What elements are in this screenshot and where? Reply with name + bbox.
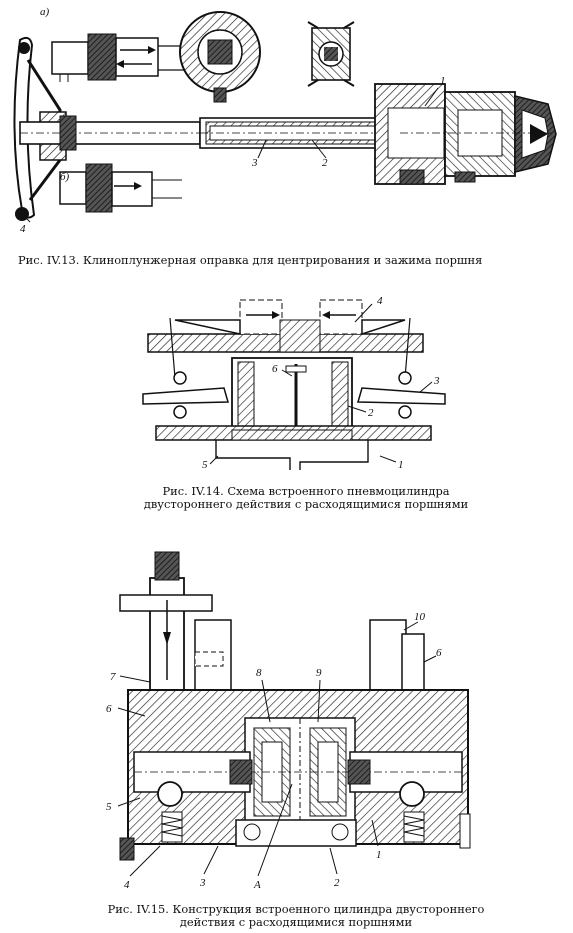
fig14-label-5: 5 [202, 459, 208, 471]
fig15-caption: Рис. IV.15. Конструкция встроенного цили… [107, 902, 485, 929]
fig15-label-3: 3 [199, 877, 206, 889]
fig14-label-1: 1 [398, 459, 404, 471]
fig14-caption: Рис. IV.14. Схема встроенного пневмоцили… [143, 484, 469, 511]
fig15-label-5: 5 [106, 801, 112, 813]
fig15-label-A: А [253, 879, 261, 891]
fig15-label-8: 8 [256, 667, 262, 679]
fig14-drawing [142, 299, 446, 470]
fig15-label-6-left: 6 [106, 703, 112, 715]
fig15-label-10: 10 [414, 611, 426, 623]
fig13-caption: Рис. IV.13. Клиноплунжерная оправка для … [18, 253, 483, 267]
fig15-drawing [117, 551, 471, 877]
fig13-label-b: б) [60, 171, 70, 183]
fig14-label-4: 4 [377, 295, 383, 307]
fig15-label-1: 1 [376, 849, 382, 861]
fig13-label-3: 3 [251, 157, 258, 169]
fig13-label-4: 4 [20, 223, 26, 235]
fig13-drawing [13, 11, 557, 223]
fig15-label-4: 4 [124, 879, 130, 891]
fig13-label-1: 1 [440, 75, 446, 87]
fig14-label-3: 3 [433, 375, 440, 387]
fig15-label-9: 9 [316, 667, 322, 679]
fig15-label-6-right: 6 [436, 647, 442, 659]
fig14-label-6: 6 [272, 363, 278, 375]
fig14-label-2: 2 [368, 407, 374, 419]
fig15-label-7: 7 [110, 671, 116, 683]
fig13-label-2: 2 [322, 157, 328, 169]
fig15-label-2: 2 [334, 877, 340, 889]
fig13-label-a: а) [40, 6, 50, 18]
